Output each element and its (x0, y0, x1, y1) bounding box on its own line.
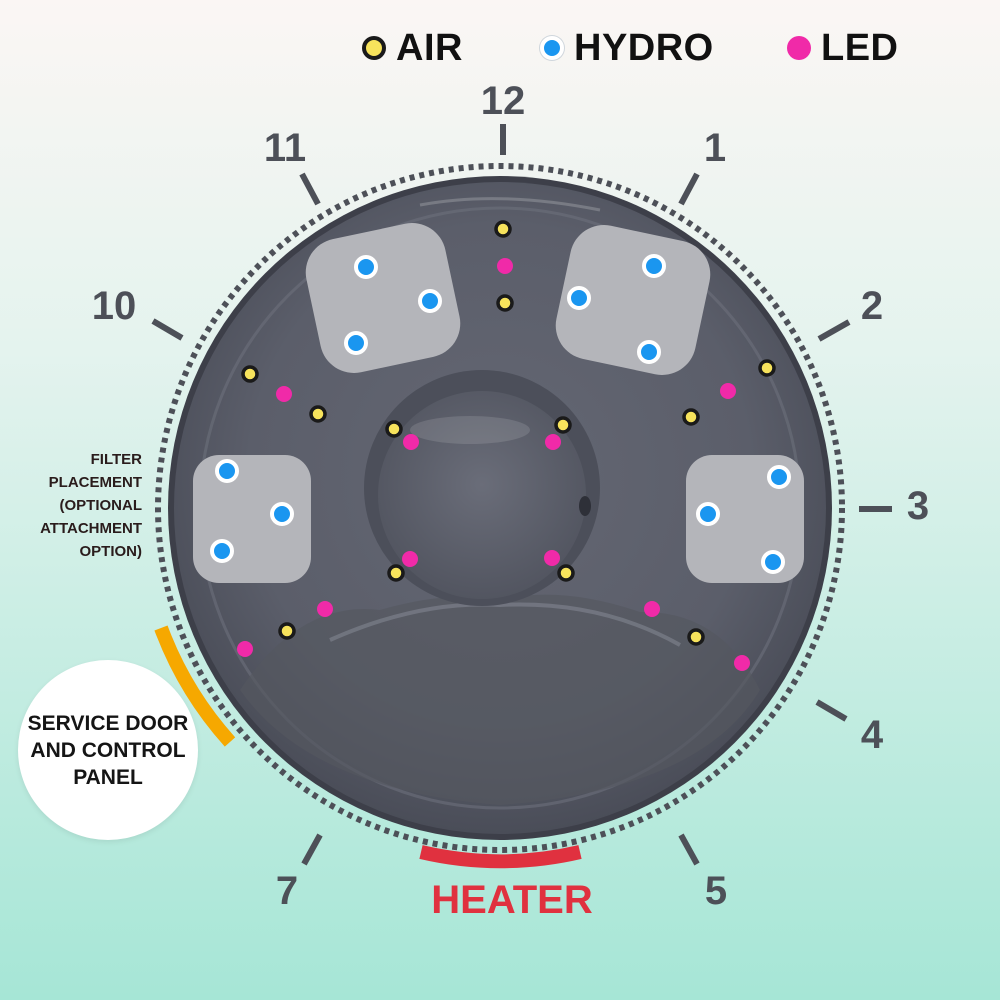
clock-number-3: 3 (906, 484, 930, 528)
hydro-jet-dot (642, 254, 666, 278)
led-light-dot (544, 550, 560, 566)
clock-number-2: 2 (860, 284, 884, 328)
tick-11 (299, 172, 321, 206)
air-jet-dot (494, 220, 512, 238)
led-light-dot (403, 434, 419, 450)
hydro-jet-dot (215, 459, 239, 483)
well-shine (410, 416, 530, 444)
clock-number-4: 4 (860, 713, 884, 757)
led-light-dot (237, 641, 253, 657)
center-well (378, 391, 586, 599)
air-jet-dot (278, 622, 296, 640)
seat-pad-top-right (555, 225, 711, 375)
air-jet-dot (387, 564, 405, 582)
hydro-jet-dot (344, 331, 368, 355)
footwell-bench (240, 594, 760, 805)
led-light-dot (644, 601, 660, 617)
tick-1 (678, 172, 700, 206)
heater-label: HEATER (431, 878, 593, 922)
tub-shine (419, 197, 601, 212)
clock-number-10: 10 (91, 284, 137, 328)
tick-7 (301, 833, 323, 866)
dotted-outer-ring (155, 163, 845, 853)
filter-placement-label: FILTER PLACEMENT (OPTIONAL ATTACHMENT OP… (8, 448, 142, 563)
clock-number-7: 7 (275, 869, 299, 913)
hydro-jet-dot (418, 289, 442, 313)
legend-led-label: LED (821, 27, 899, 69)
service-door-label: SERVICE DOOR AND CONTROL PANEL (27, 711, 189, 789)
led-light-dot (497, 258, 513, 274)
led-light-dot (317, 601, 333, 617)
hydro-jets (210, 254, 791, 574)
clock-number-12: 12 (480, 79, 526, 123)
legend-air: AIR (362, 22, 463, 74)
filter-label-line: FILTER (90, 451, 142, 468)
air-jets (241, 220, 776, 646)
tick-5 (678, 833, 700, 866)
seat-pad-top-left (305, 223, 461, 373)
led-light-dot (545, 434, 561, 450)
legend-hydro: HYDRO (540, 22, 714, 74)
led-light-dot (402, 551, 418, 567)
hydro-legend-icon (540, 36, 564, 60)
bench-highlight (329, 602, 681, 647)
tick-4 (815, 699, 848, 722)
air-jet-dot (687, 628, 705, 646)
hydro-jet-dot (270, 502, 294, 526)
legend-led: LED (787, 22, 899, 74)
hydro-jet-dot (696, 502, 720, 526)
led-light-dot (276, 386, 292, 402)
filter-label-line: PLACEMENT (48, 474, 142, 491)
led-light-dot (734, 655, 750, 671)
air-jet-dot (496, 294, 514, 312)
service-door-panel: SERVICE DOOR AND CONTROL PANEL (18, 660, 198, 840)
hydro-jet-dot (637, 340, 661, 364)
hydro-jet-dot (210, 539, 234, 563)
air-jet-dot (241, 365, 259, 383)
clock-number-11: 11 (263, 126, 307, 170)
hydro-jet-dot (567, 286, 591, 310)
heater-arc (419, 845, 582, 869)
air-jet-dot (682, 408, 700, 426)
air-jet-dot (385, 420, 403, 438)
air-jet-dot (554, 416, 572, 434)
hydro-jet-dot (767, 465, 791, 489)
clock-number-1: 1 (703, 126, 727, 170)
led-legend-icon (787, 36, 811, 60)
seat-pad-left (193, 455, 311, 583)
legend-air-label: AIR (396, 27, 463, 69)
hydro-jet-dot (354, 255, 378, 279)
air-jet-dot (758, 359, 776, 377)
tick-10 (151, 318, 184, 341)
clock-number-5: 5 (704, 869, 728, 913)
led-light-dot (720, 383, 736, 399)
filter-label-line: ATTACHMENT (40, 520, 142, 537)
legend-hydro-label: HYDRO (574, 27, 714, 69)
led-lights (237, 258, 750, 671)
air-legend-icon (362, 36, 386, 60)
clock-ticks (151, 124, 892, 866)
tick-2 (817, 319, 851, 342)
hydro-jet-dot (761, 550, 785, 574)
air-jet-dot (309, 405, 327, 423)
air-jet-dot (557, 564, 575, 582)
filter-label-line: OPTION) (79, 543, 143, 560)
drain-icon (579, 496, 591, 516)
service-door-arc (154, 625, 236, 747)
filter-label-line: (OPTIONAL (59, 497, 143, 514)
